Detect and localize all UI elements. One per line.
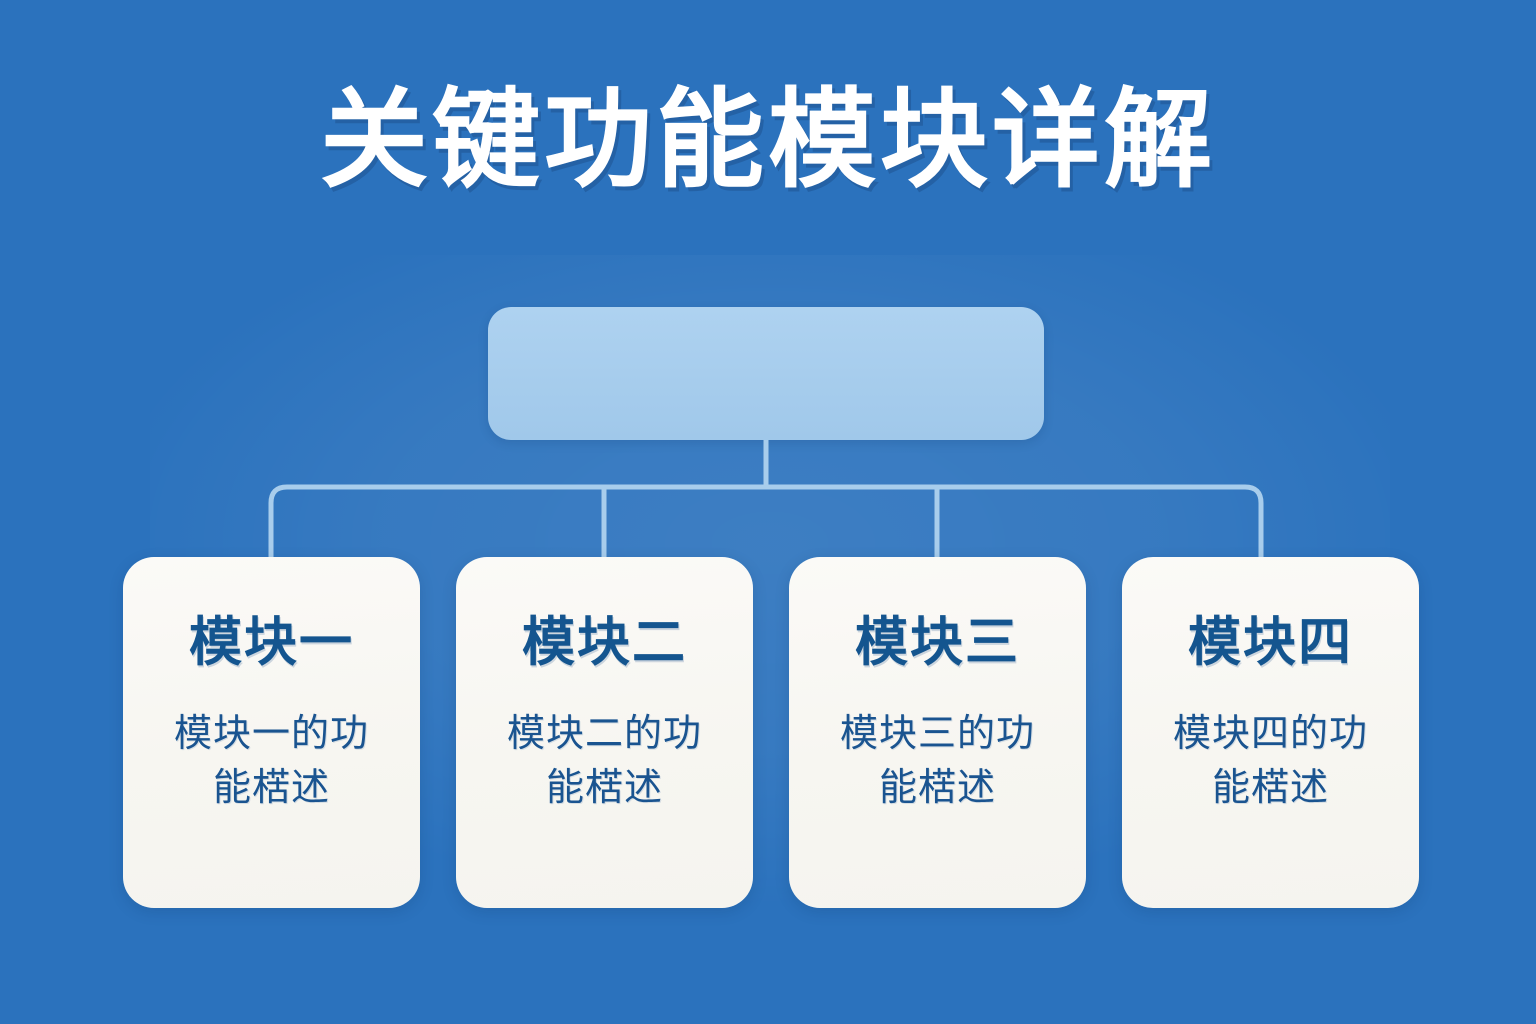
- module-card-1[interactable]: 模块一 模块一的功能楛述: [123, 557, 420, 908]
- diagram-root-node-label: [488, 307, 1044, 440]
- module-card-4[interactable]: 模块四 模块四的功能楛述: [1122, 557, 1419, 908]
- module-card-1-description: 模块一的功能楛述: [173, 712, 369, 809]
- module-card-3[interactable]: 模块三 模块三的功能楛述: [789, 557, 1086, 908]
- module-card-row: 模块一 模块一的功能楛述 模块二 模块二的功能楛述 模块三 模块三的功能楛述 模…: [123, 557, 1419, 908]
- page-title: 关键功能模块详解: [319, 79, 1216, 200]
- module-card-1-title: 模块一: [189, 613, 354, 672]
- module-card-3-description: 模块三的功能楛述: [839, 712, 1035, 809]
- module-card-4-title: 模块四: [1188, 613, 1353, 672]
- diagram-root-node[interactable]: [488, 307, 1044, 440]
- connector-bus: [268, 484, 1264, 557]
- module-card-2-title: 模块二: [522, 613, 687, 672]
- module-card-3-title: 模块三: [855, 613, 1020, 672]
- module-card-2[interactable]: 模块二 模块二的功能楛述: [456, 557, 753, 908]
- module-card-4-description: 模块四的功能楛述: [1172, 712, 1368, 809]
- module-card-2-description: 模块二的功能楛述: [506, 712, 702, 809]
